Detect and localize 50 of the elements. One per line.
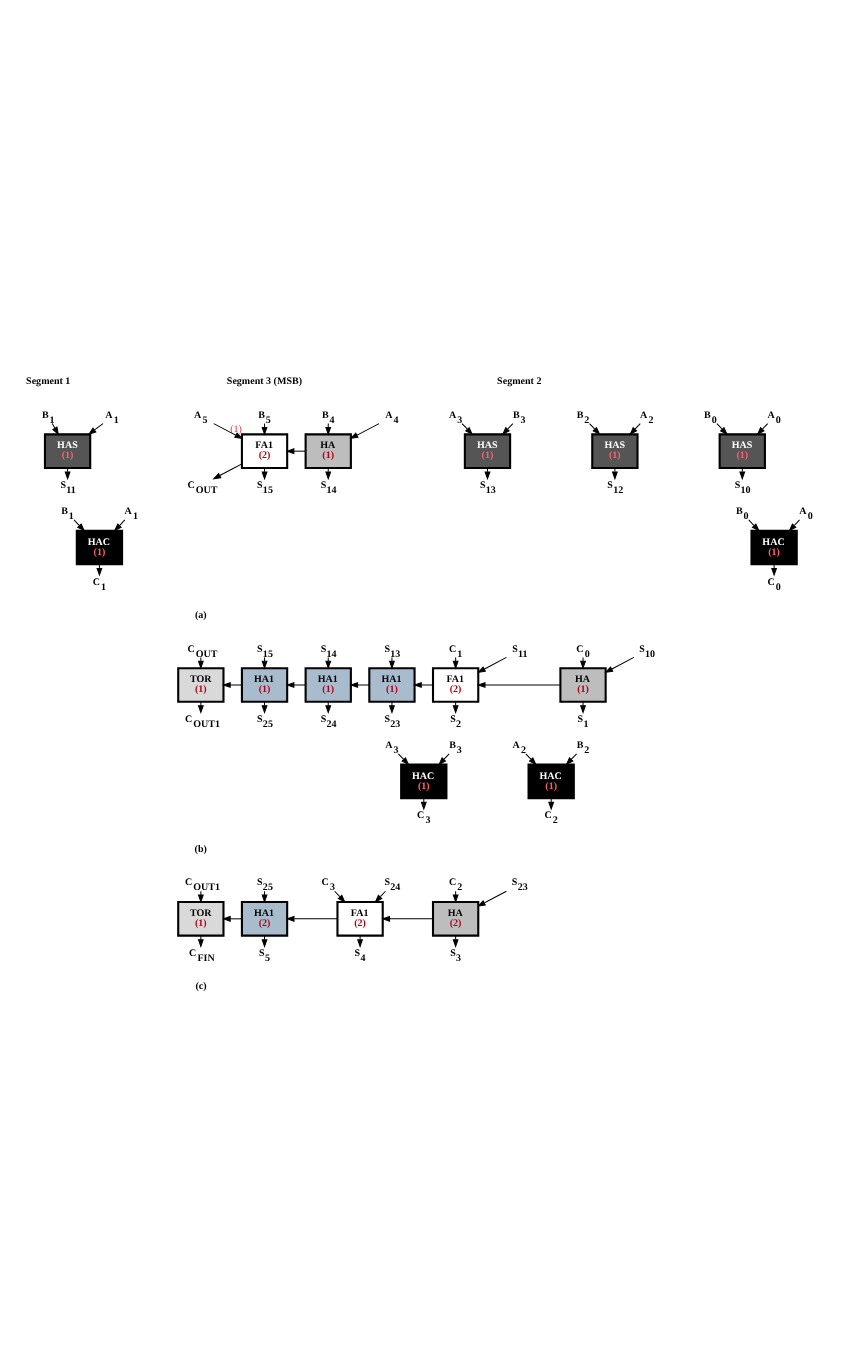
arrow	[388, 656, 395, 670]
arrow	[611, 467, 618, 481]
arrow	[565, 753, 578, 766]
arrow	[334, 890, 346, 903]
arrow	[357, 935, 364, 948]
arrow	[374, 890, 386, 903]
arrow	[452, 656, 459, 670]
arrow	[461, 423, 474, 436]
arrow	[381, 915, 434, 922]
arrow	[285, 915, 338, 922]
arrow	[388, 701, 395, 715]
arrow	[349, 423, 380, 440]
arrow	[579, 656, 587, 670]
arrow	[579, 701, 587, 715]
arrow	[212, 463, 243, 480]
arrow	[197, 701, 204, 715]
arrow	[788, 519, 801, 532]
arrow	[285, 448, 306, 455]
arrow	[501, 423, 514, 436]
arrow	[476, 681, 561, 689]
arrow	[604, 656, 635, 673]
arrow	[87, 423, 104, 436]
arrow	[438, 753, 450, 766]
arrow	[96, 563, 103, 577]
arrow	[771, 563, 778, 577]
arrow	[420, 797, 427, 811]
arrow	[261, 656, 268, 670]
arrow	[748, 519, 760, 532]
arrow	[349, 681, 370, 689]
arrow	[113, 519, 126, 532]
arrow	[476, 890, 507, 907]
arrow	[197, 935, 204, 948]
arrow	[325, 656, 332, 670]
arrow	[51, 423, 60, 436]
arrow	[221, 915, 243, 922]
arrow	[197, 656, 204, 670]
arrow	[629, 423, 641, 436]
arrow	[213, 423, 244, 440]
arrow	[197, 890, 204, 904]
arrow	[756, 423, 769, 436]
arrow	[716, 423, 728, 436]
arrow	[588, 423, 601, 436]
arrow	[285, 681, 306, 689]
arrow	[413, 681, 434, 689]
arrow	[548, 797, 555, 811]
arrow	[221, 681, 243, 689]
arrow	[397, 753, 410, 766]
arrow	[525, 753, 537, 766]
arrow	[73, 519, 86, 532]
arrow	[476, 656, 507, 673]
